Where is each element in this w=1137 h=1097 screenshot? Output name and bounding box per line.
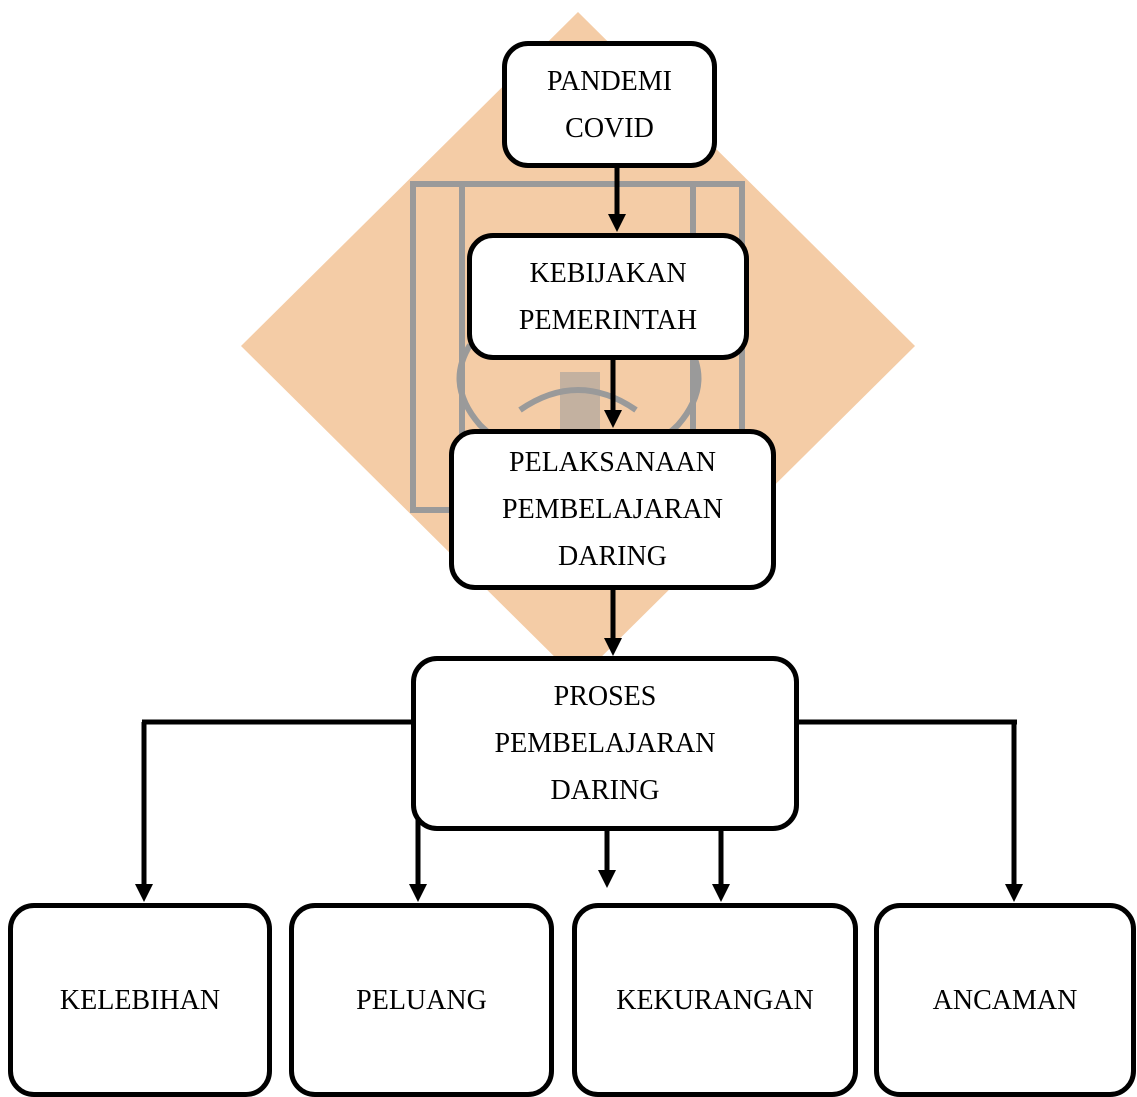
arrowhead-kebijakan: [608, 214, 626, 232]
node-kekurangan-label: KEKURANGAN: [616, 984, 814, 1016]
node-kekurangan: KEKURANGAN: [572, 903, 858, 1097]
arrowhead-proses: [604, 638, 622, 656]
node-kelebihan-label: KELEBIHAN: [59, 984, 221, 1016]
node-kebijakan-pemerintah-label: KEBIJAKAN PEMERINTAH: [518, 257, 698, 336]
watermark-emblem-center: [560, 372, 600, 432]
node-ancaman-label: ANCAMAN: [932, 984, 1078, 1016]
node-pandemi-covid: PANDEMI COVID: [502, 41, 717, 168]
node-pelaksanaan-pembelajaran-daring: PELAKSANAAN PEMBELAJARAN DARING: [449, 429, 776, 590]
arrowhead-kelebihan: [135, 884, 153, 902]
node-kebijakan-pemerintah: KEBIJAKAN PEMERINTAH: [467, 233, 749, 360]
node-peluang: PELUANG: [289, 903, 554, 1097]
arrowhead-split: [598, 870, 616, 888]
node-pandemi-covid-label: PANDEMI COVID: [547, 65, 672, 144]
arrowhead-ancaman: [1005, 884, 1023, 902]
arrowhead-pelaksanaan: [604, 410, 622, 428]
arrowhead-kekurangan: [712, 884, 730, 902]
node-pelaksanaan-label: PELAKSANAAN PEMBELAJARAN DARING: [502, 447, 723, 572]
arrowhead-peluang: [409, 884, 427, 902]
node-peluang-label: PELUANG: [356, 984, 487, 1016]
node-kelebihan: KELEBIHAN: [8, 903, 272, 1097]
node-ancaman: ANCAMAN: [874, 903, 1136, 1097]
node-proses-label: PROSES PEMBELAJARAN DARING: [494, 681, 716, 806]
node-proses-pembelajaran-daring: PROSES PEMBELAJARAN DARING: [411, 656, 799, 831]
